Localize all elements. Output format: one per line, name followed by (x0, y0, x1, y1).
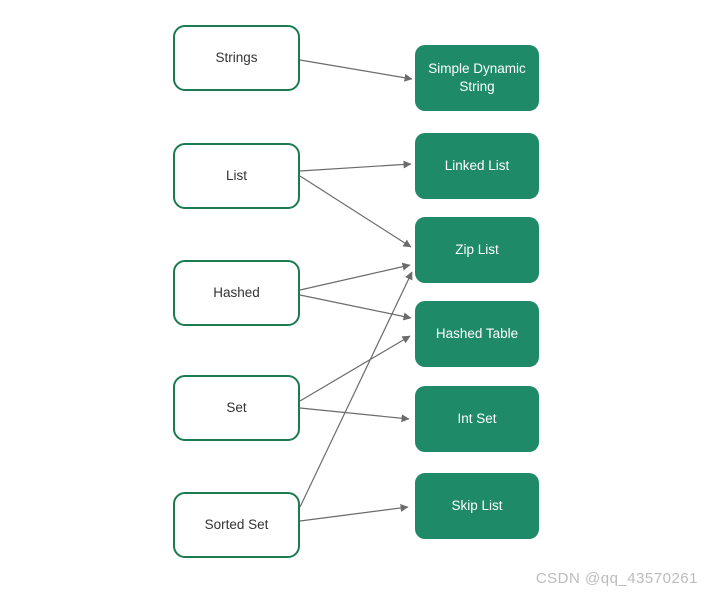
node-label: Simple Dynamic String (428, 61, 526, 94)
node-set: Set (173, 375, 300, 441)
edge-sorted-set-to-zip-list (299, 271, 413, 508)
node-linked-list: Linked List (415, 133, 539, 199)
node-int-set: Int Set (415, 386, 539, 452)
node-strings: Strings (173, 25, 300, 91)
node-label: List (225, 168, 247, 184)
watermark: CSDN @qq_43570261 (535, 570, 698, 587)
edge-list-to-linked-list (299, 160, 412, 172)
node-label: Int Set (457, 411, 497, 427)
node-label: Linked List (444, 158, 510, 174)
node-sorted-set: Sorted Set (173, 492, 300, 558)
node-sds: Simple Dynamic String (415, 45, 539, 111)
node-skip-list: Skip List (415, 473, 539, 539)
node-zip-list: Zip List (415, 217, 539, 283)
edge-strings-to-sds (299, 59, 413, 82)
node-label: Skip List (451, 498, 503, 514)
edge-set-to-hashed-table (299, 335, 411, 402)
edge-set-to-int-set (299, 407, 410, 423)
node-list: List (173, 143, 300, 209)
node-hashed: Hashed (173, 260, 300, 326)
node-label: Zip List (455, 242, 499, 258)
node-hashed-table: Hashed Table (415, 301, 539, 367)
edge-sorted-set-to-skip-list (299, 503, 409, 522)
edge-list-to-zip-list (299, 175, 412, 248)
node-label: Sorted Set (204, 517, 269, 533)
node-label: Hashed Table (435, 326, 519, 342)
edge-hashed-to-zip-list (299, 262, 411, 291)
node-label: Set (226, 400, 247, 416)
node-label: Strings (215, 50, 258, 66)
edge-hashed-to-hashed-table (299, 294, 412, 321)
node-label: Hashed (213, 285, 260, 301)
